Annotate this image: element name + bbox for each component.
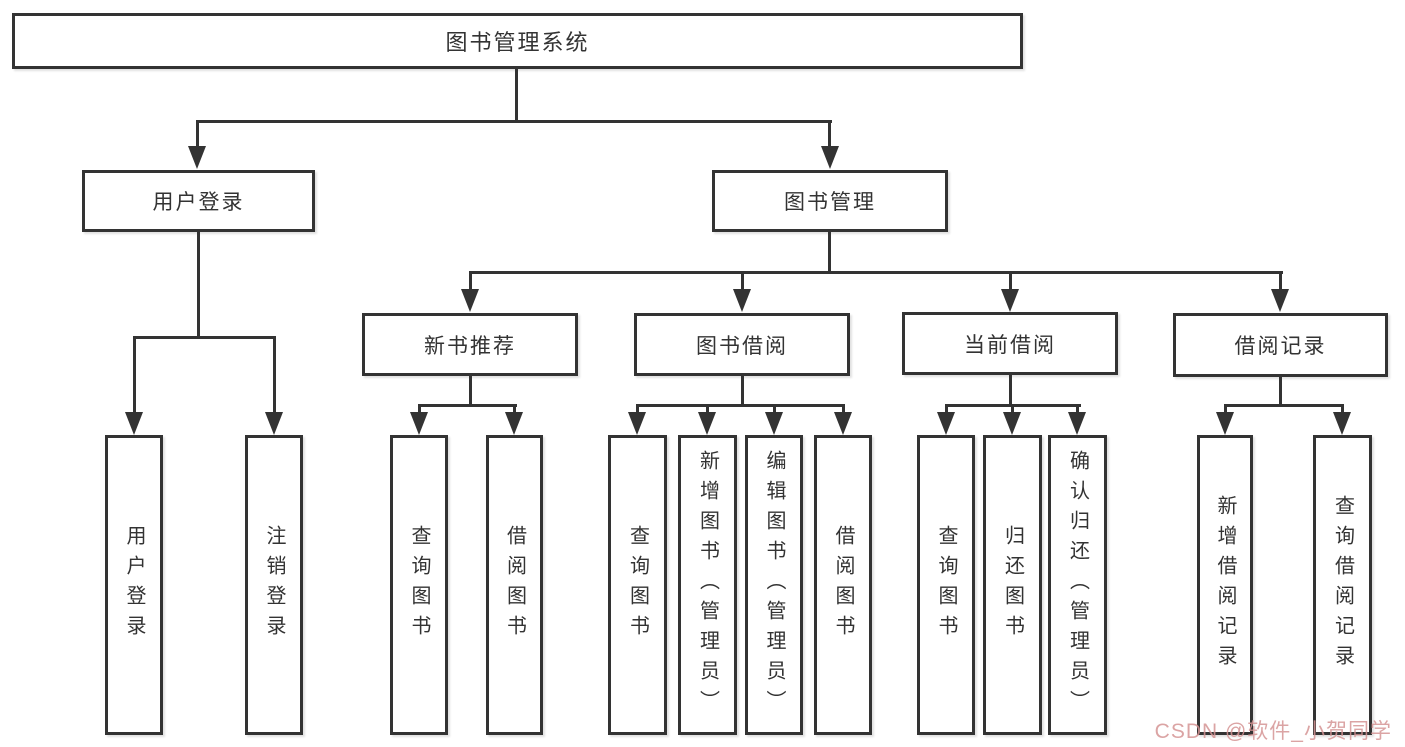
leaf-label: 归还图书 — [1001, 525, 1024, 645]
node-borrowing-records: 借阅记录 — [1173, 313, 1388, 377]
leaf-user-login: 用户登录 — [105, 435, 163, 735]
connector-line — [1009, 375, 1012, 407]
arrow-down-icon — [125, 412, 143, 435]
leaf-label: 注销登录 — [263, 525, 285, 645]
arrow-down-icon — [1068, 412, 1086, 435]
connector-line — [418, 404, 421, 415]
connector-line — [133, 336, 276, 339]
arrow-down-icon — [821, 146, 839, 169]
connector-line — [1341, 404, 1344, 415]
connector-line — [636, 404, 845, 407]
leaf-label: 确认归还（管理员） — [1066, 450, 1089, 720]
leaf-label: 查询图书 — [935, 525, 957, 645]
leaf-query-books: 查询图书 — [917, 435, 975, 735]
connector-line — [197, 232, 200, 339]
connector-line — [1224, 404, 1227, 415]
arrow-down-icon — [188, 146, 206, 169]
leaf-label: 编辑图书（管理员） — [763, 450, 785, 720]
leaf-label: 新增图书（管理员） — [696, 450, 719, 720]
leaf-label: 借阅图书 — [503, 525, 526, 645]
arrow-down-icon — [505, 412, 523, 435]
node-book-management: 图书管理 — [712, 170, 948, 232]
leaf-query-borrow-record: 查询借阅记录 — [1313, 435, 1372, 735]
connector-line — [945, 404, 948, 415]
leaf-label: 新增借阅记录 — [1214, 495, 1236, 675]
connector-line — [741, 376, 744, 407]
connector-line — [469, 271, 472, 291]
node-current-borrowing: 当前借阅 — [902, 312, 1118, 375]
leaf-label: 借阅图书 — [832, 525, 854, 645]
connector-line — [515, 69, 518, 123]
connector-line — [469, 376, 472, 407]
arrow-down-icon — [1271, 289, 1289, 312]
leaf-borrow-books: 借阅图书 — [486, 435, 543, 735]
arrow-down-icon — [1333, 412, 1351, 435]
node-user-login: 用户登录 — [82, 170, 315, 232]
connector-line — [1076, 404, 1079, 415]
arrow-down-icon — [698, 412, 716, 435]
arrow-down-icon — [765, 412, 783, 435]
connector-line — [1279, 271, 1282, 291]
leaf-label: 查询借阅记录 — [1331, 495, 1354, 675]
connector-line — [1011, 404, 1014, 415]
connector-line — [842, 404, 845, 415]
connector-line — [828, 120, 831, 147]
leaf-add-borrow-record: 新增借阅记录 — [1197, 435, 1253, 735]
leaf-borrow-books: 借阅图书 — [814, 435, 872, 735]
arrow-down-icon — [461, 289, 479, 312]
leaf-label: 查询图书 — [408, 525, 430, 645]
connector-line — [196, 120, 199, 147]
connector-line — [418, 404, 517, 407]
connector-line — [1224, 404, 1344, 407]
leaf-label: 用户登录 — [123, 525, 145, 645]
connector-line — [741, 271, 744, 291]
arrow-down-icon — [410, 412, 428, 435]
connector-line — [513, 404, 516, 415]
connector-line — [1279, 377, 1282, 407]
leaf-add-books-admin: 新增图书（管理员） — [678, 435, 737, 735]
leaf-return-books: 归还图书 — [983, 435, 1042, 735]
arrow-down-icon — [733, 289, 751, 312]
arrow-down-icon — [628, 412, 646, 435]
connector-line — [773, 404, 776, 415]
leaf-confirm-return-admin: 确认归还（管理员） — [1048, 435, 1107, 735]
connector-line — [828, 232, 831, 274]
node-book-borrowing: 图书借阅 — [634, 313, 850, 376]
node-new-book-recommendation: 新书推荐 — [362, 313, 578, 376]
leaf-query-books: 查询图书 — [390, 435, 448, 735]
leaf-logout: 注销登录 — [245, 435, 303, 735]
leaf-edit-books-admin: 编辑图书（管理员） — [745, 435, 803, 735]
connector-line — [273, 336, 276, 413]
arrow-down-icon — [265, 412, 283, 435]
leaf-label: 查询图书 — [626, 525, 649, 645]
connector-line — [706, 404, 709, 415]
csdn-watermark: CSDN @软件_小贺同学 — [1154, 720, 1392, 743]
arrow-down-icon — [1001, 289, 1019, 312]
arrow-down-icon — [834, 412, 852, 435]
connector-line — [469, 271, 1283, 274]
connector-line — [1009, 271, 1012, 291]
connector-line — [636, 404, 639, 415]
connector-line — [196, 120, 832, 123]
connector-line — [133, 336, 136, 413]
arrow-down-icon — [937, 412, 955, 435]
node-library-management-system: 图书管理系统 — [12, 13, 1023, 69]
leaf-query-books: 查询图书 — [608, 435, 667, 735]
arrow-down-icon — [1216, 412, 1234, 435]
arrow-down-icon — [1003, 412, 1021, 435]
